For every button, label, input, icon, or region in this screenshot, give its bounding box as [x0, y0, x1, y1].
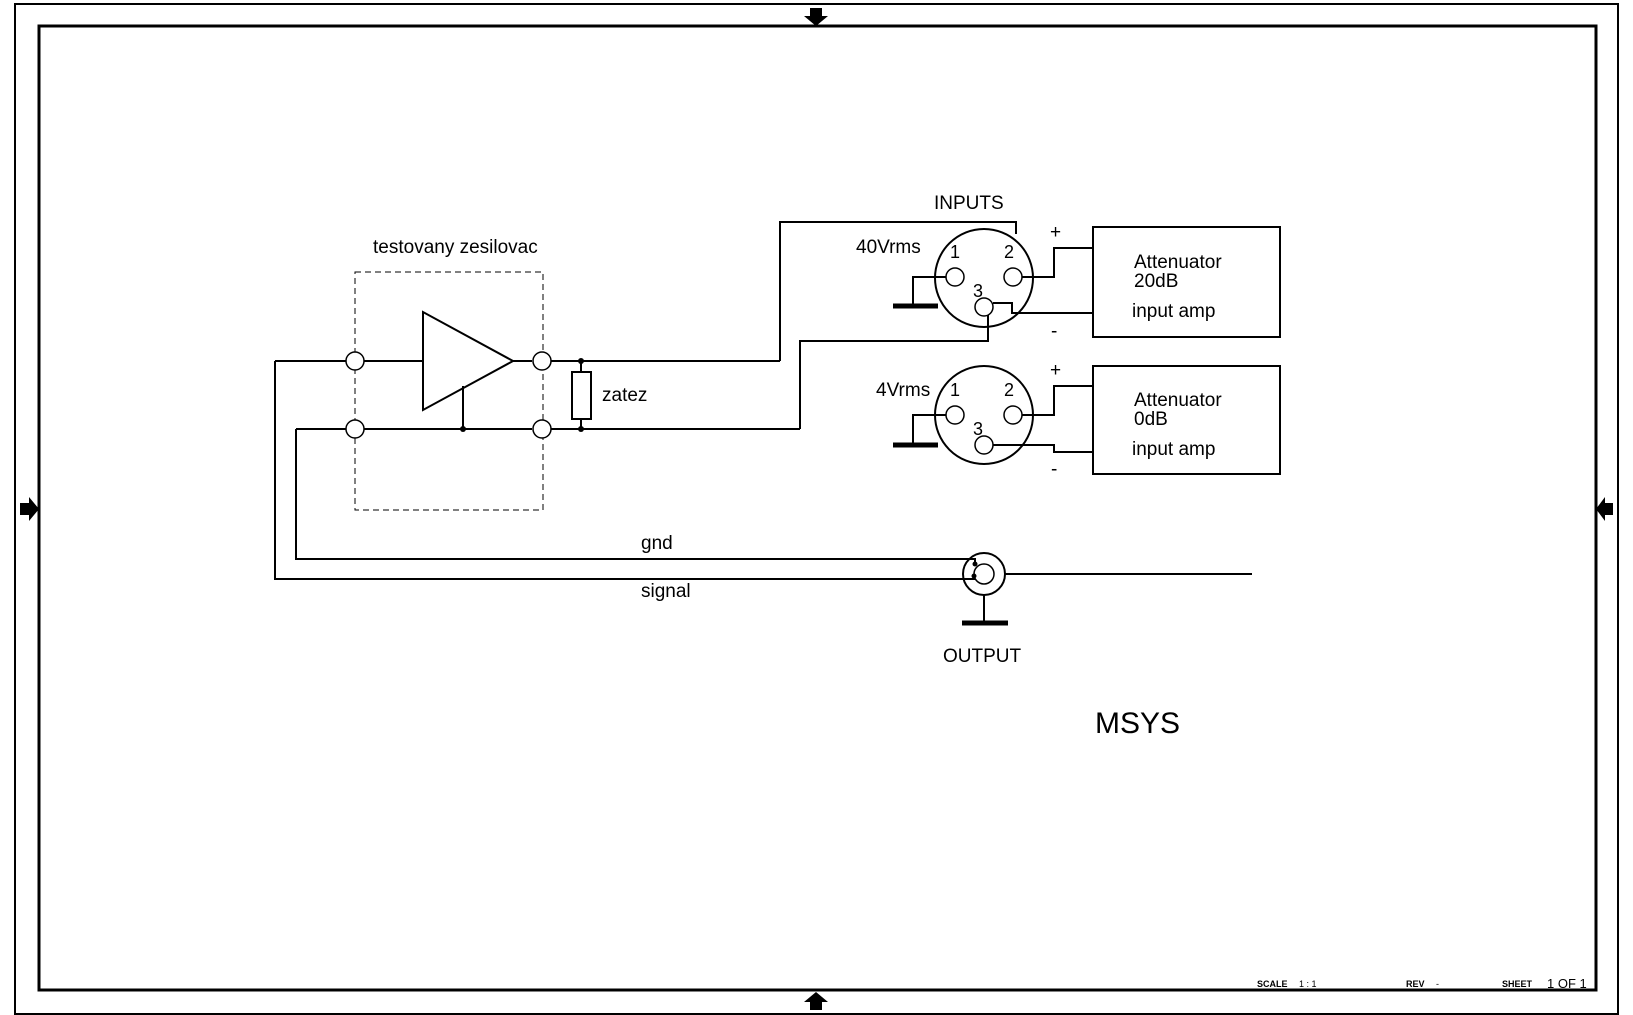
- device-under-test: testovany zesilovac: [354, 237, 544, 511]
- pin-1-label: 1: [950, 380, 960, 400]
- amplifier-symbol: [422, 310, 516, 412]
- terminal: [345, 419, 365, 439]
- minus-sign: -: [1051, 459, 1057, 480]
- center-mark-top-icon: [804, 8, 828, 26]
- junction-dot: [460, 426, 466, 432]
- xlr-connector-40vrms: 1 2 3 40Vrms + -: [856, 222, 1093, 342]
- load-resistor: zatez: [571, 371, 647, 420]
- terminals: [345, 351, 584, 439]
- center-mark-left-icon: [20, 497, 39, 521]
- output-bnc-connector: OUTPUT: [943, 552, 1022, 667]
- signal-wire-label: signal: [641, 581, 691, 602]
- attenuator-box: [1092, 226, 1281, 338]
- attenuator-block-20db: Attenuator 20dB input amp: [1092, 226, 1281, 338]
- attenuator-box: [1092, 365, 1281, 475]
- rev-label: REV: [1406, 979, 1425, 989]
- attenuator-title: Attenuator: [1134, 252, 1222, 273]
- plus-sign: +: [1050, 360, 1061, 381]
- xlr-pin-1: [945, 267, 965, 287]
- center-mark-bottom-icon: [804, 992, 828, 1010]
- scale-label: SCALE: [1257, 979, 1288, 989]
- inputs-label: INPUTS: [934, 193, 1004, 214]
- pin-1-label: 1: [950, 242, 960, 262]
- attenuator-block-0db: Attenuator 0dB input amp: [1092, 365, 1281, 475]
- scale-value: 1 : 1: [1299, 979, 1317, 989]
- rev-value: -: [1436, 979, 1439, 989]
- drawing-frame: [14, 3, 1619, 1015]
- junction-dot: [578, 358, 584, 364]
- attenuator-value: 20dB: [1134, 271, 1178, 292]
- dut-boundary: [354, 271, 544, 511]
- inner-border: [37, 24, 1598, 992]
- center-mark-right-icon: [1596, 497, 1613, 521]
- plus-sign: +: [1050, 222, 1061, 243]
- junction-dot: [971, 573, 977, 579]
- xlr-pin-1: [945, 405, 965, 425]
- sheet-value: 1 OF 1: [1547, 976, 1587, 991]
- outer-border: [14, 3, 1619, 1015]
- sheet-label: SHEET: [1502, 979, 1533, 989]
- xlr-pin-2: [1003, 405, 1023, 425]
- output-label: OUTPUT: [943, 646, 1022, 667]
- input-level-label: 4Vrms: [876, 380, 930, 401]
- attenuator-title: Attenuator: [1134, 390, 1222, 411]
- dut-label: testovany zesilovac: [373, 237, 538, 258]
- input-level-label: 40Vrms: [856, 237, 921, 258]
- minus-sign: -: [1051, 321, 1057, 342]
- pin-2-label: 2: [1004, 380, 1014, 400]
- pin-2-label: 2: [1004, 242, 1014, 262]
- attenuator-subtitle: input amp: [1132, 439, 1215, 460]
- pin-3-label: 3: [973, 419, 983, 439]
- load-label: zatez: [602, 385, 647, 406]
- junction-dot: [972, 561, 978, 567]
- attenuator-subtitle: input amp: [1132, 301, 1215, 322]
- terminal: [345, 351, 365, 371]
- junction-dot: [578, 426, 584, 432]
- wires: [274, 221, 1252, 580]
- resistor-symbol: [571, 371, 592, 420]
- xlr-pin-3: [974, 297, 994, 317]
- xlr-connector-4vrms: 1 2 3 4Vrms + -: [876, 360, 1093, 480]
- xlr-pin-2: [1003, 267, 1023, 287]
- title-block: SCALE 1 : 1 REV - SHEET 1 OF 1: [1257, 976, 1587, 991]
- attenuator-value: 0dB: [1134, 409, 1168, 430]
- bnc-inner: [973, 563, 995, 585]
- pin-3-label: 3: [973, 281, 983, 301]
- company-logo-text: MSYS: [1095, 707, 1180, 740]
- terminal: [532, 351, 552, 371]
- gnd-wire-label: gnd: [641, 533, 673, 554]
- terminal: [532, 419, 552, 439]
